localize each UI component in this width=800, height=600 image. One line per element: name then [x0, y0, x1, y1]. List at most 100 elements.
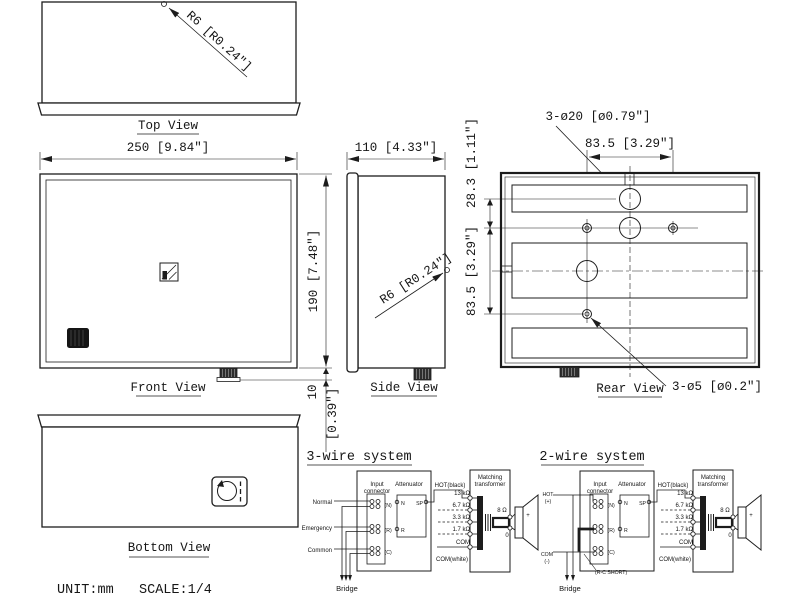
rear-slot-bottom: [511, 327, 748, 359]
input-connector-label: Input: [593, 482, 607, 488]
mounting-hole-small: [582, 309, 592, 319]
speaker-icon: [737, 493, 762, 552]
transformer-core: [485, 514, 491, 531]
zero-label: 0: [728, 533, 732, 539]
bottom-knob-front: [216, 367, 241, 382]
hot-wire: [553, 494, 594, 501]
com-white-label: COM(white): [436, 557, 468, 563]
two-wire-diagram: 2-wire system Input connector (N) (R) (C…: [539, 450, 762, 593]
terminal-n-label: (N): [385, 503, 392, 509]
bottom-knob-rear: [559, 366, 580, 378]
tap-1k7-label: 1.7 kΩ: [453, 527, 471, 533]
bottom-view-label: Bottom View: [128, 541, 211, 555]
plus-label: +: [749, 513, 753, 519]
hole-span-h-dim: 83.5 [3.29"]: [585, 137, 675, 151]
unit-label: UNIT:mm: [57, 583, 114, 598]
terminal-r-label: (R): [608, 528, 615, 534]
bridge-wire: [349, 553, 370, 577]
tap-3k3-label: 3.3 kΩ: [676, 515, 694, 521]
primary-winding: [700, 496, 706, 550]
primary-winding: [477, 496, 483, 550]
top-view-flange: [37, 102, 301, 116]
com-white-label: COM(white): [659, 557, 691, 563]
att-n-label: N: [401, 501, 405, 507]
small-hole-callout: 3-ø5 [ø0.2"]: [672, 380, 762, 394]
impedance-label: 8 Ω: [497, 508, 507, 514]
front-height-dim: 190 [7.48"]: [307, 230, 321, 313]
attenuator-box: [619, 494, 650, 538]
bottom-view-flange: [37, 414, 301, 428]
hole-span-v2-dim: 83.5 [3.29"]: [465, 226, 479, 316]
tap-6k7-label: 6.7 kΩ: [453, 503, 471, 509]
transformer-label: transformer: [475, 482, 506, 488]
hot-black-label: HOT(black): [435, 483, 466, 489]
volume-dial: [211, 476, 248, 507]
input-connector-box: [366, 493, 386, 565]
input-common-label: Common: [308, 548, 332, 554]
attenuator-label: Attenuator: [395, 482, 423, 488]
sp-output-wire: [649, 489, 691, 503]
tap-13k-label: 13 kΩ: [454, 491, 470, 497]
secondary-winding: [491, 516, 511, 529]
front-view-label: Front View: [130, 381, 206, 395]
side-view-flange: [346, 172, 359, 373]
three-wire-title: 3-wire system: [306, 450, 411, 465]
small-hole-leader: [590, 317, 667, 387]
att-r-label: R: [401, 528, 405, 534]
front-view: 250 [9.84"] Front View: [39, 141, 340, 452]
large-hole-callout: 3-ø20 [ø0.79"]: [545, 110, 650, 124]
rear-view: 3-ø20 [ø0.79"] 83.5 [3.29"]: [465, 110, 766, 398]
mounting-hole-large: [619, 217, 641, 239]
mounting-hole-large: [619, 188, 641, 210]
tap-6k7-label: 6.7 kΩ: [676, 503, 694, 509]
terminal-group-r: [592, 524, 604, 534]
front-width-dim: 250 [9.84"]: [127, 141, 210, 155]
two-wire-title: 2-wire system: [539, 450, 644, 465]
rear-view-label: Rear View: [596, 382, 664, 396]
mounting-hole-small: [668, 223, 678, 233]
side-view: 110 [4.33"] R6 [R0.24"] Side View: [346, 141, 454, 397]
terminal-group-c: [369, 546, 381, 556]
side-view-body: [357, 175, 446, 369]
tap-1k7-label: 1.7 kΩ: [676, 527, 694, 533]
side-depth-dim: 110 [4.33"]: [355, 141, 438, 155]
attenuator-box: [396, 494, 427, 538]
rear-slot-middle: [511, 242, 748, 299]
zero-label: 0: [505, 533, 509, 539]
top-view-label: Top View: [138, 119, 199, 133]
terminal-r-label: (R): [385, 528, 392, 534]
input-connector-label: connector: [587, 489, 613, 495]
front-view-grille-edge: [45, 179, 292, 363]
impedance-label: 8 Ω: [720, 508, 730, 514]
rc-short-label: (R-C SHORT): [595, 570, 627, 576]
unit-scale-note: UNIT:mm SCALE:1/4: [57, 583, 212, 598]
speaker-unit-box: [579, 470, 655, 572]
com-minus-label: (-): [544, 559, 549, 565]
bottom-knob-side: [413, 367, 432, 381]
brand-logo: [159, 262, 179, 282]
att-n-label: N: [624, 501, 628, 507]
terminal-group-c: [592, 546, 604, 556]
hot-plus-label: HOT: [543, 492, 555, 498]
bottom-view: Bottom View: [37, 414, 301, 558]
secondary-winding: [714, 516, 734, 529]
att-r-label: R: [624, 528, 628, 534]
sp-output-wire: [426, 489, 468, 503]
rear-slot-top: [511, 184, 748, 213]
transformer-label: Matching: [478, 475, 502, 481]
knob-dim-mm: 10: [306, 384, 320, 399]
transformer-core: [708, 514, 714, 531]
speaker-unit-box: [356, 470, 432, 572]
bridge-label: Bridge: [559, 584, 581, 593]
radius-point: [444, 267, 450, 273]
top-view-body: [41, 1, 297, 104]
bridge-wire: [345, 531, 370, 577]
com-tap-label: COM: [679, 540, 693, 546]
att-sp-label: SP: [416, 501, 423, 507]
mounting-hole-large: [576, 260, 598, 282]
input-connector-label: Input: [370, 482, 384, 488]
bridge-wire: [341, 506, 370, 577]
scale-label: SCALE:1/4: [139, 583, 212, 598]
bridge-label: Bridge: [336, 584, 358, 593]
